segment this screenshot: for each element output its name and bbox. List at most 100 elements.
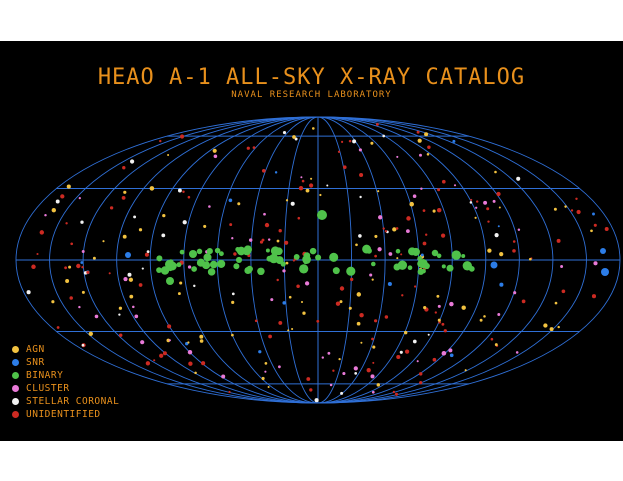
catalog-source-marker bbox=[194, 371, 197, 375]
legend-item-binary: BINARY bbox=[12, 369, 119, 382]
catalog-source-marker bbox=[332, 369, 335, 372]
catalog-source-marker bbox=[479, 318, 483, 322]
catalog-source-marker bbox=[372, 345, 376, 349]
catalog-source-marker bbox=[55, 199, 60, 204]
catalog-source-marker bbox=[39, 230, 45, 235]
catalog-source-marker bbox=[301, 179, 305, 183]
catalog-source-marker bbox=[453, 184, 457, 187]
catalog-source-marker bbox=[285, 199, 289, 202]
catalog-source-marker bbox=[138, 228, 143, 232]
binary-source-marker bbox=[309, 247, 317, 255]
binary-source-marker bbox=[217, 259, 226, 268]
catalog-source-marker bbox=[423, 306, 427, 310]
catalog-source-marker bbox=[258, 350, 262, 354]
binary-source-marker bbox=[164, 259, 174, 269]
catalog-source-marker bbox=[452, 139, 456, 143]
binary-source-marker bbox=[207, 268, 216, 276]
legend-label: STELLAR CORONAL bbox=[26, 396, 120, 407]
catalog-source-marker bbox=[92, 256, 96, 260]
catalog-source-marker bbox=[231, 333, 234, 337]
catalog-source-marker bbox=[81, 290, 85, 294]
catalog-source-marker bbox=[521, 299, 526, 304]
catalog-source-marker bbox=[348, 306, 352, 310]
catalog-source-marker bbox=[352, 139, 357, 144]
catalog-source-marker bbox=[78, 196, 81, 200]
catalog-source-marker bbox=[356, 321, 361, 326]
catalog-source-marker bbox=[300, 300, 304, 304]
bright-source-marker bbox=[189, 250, 197, 258]
catalog-source-marker bbox=[359, 312, 364, 318]
catalog-source-marker bbox=[291, 327, 294, 331]
catalog-source-marker bbox=[134, 314, 139, 319]
binary-source-marker bbox=[461, 253, 466, 259]
catalog-source-marker bbox=[449, 301, 454, 307]
catalog-source-marker bbox=[516, 176, 521, 181]
catalog-source-marker bbox=[305, 188, 310, 193]
legend-item-stellar-coronal: STELLAR CORONAL bbox=[12, 395, 119, 408]
catalog-source-marker bbox=[108, 272, 111, 275]
catalog-source-marker bbox=[359, 172, 364, 178]
catalog-source-marker bbox=[221, 374, 226, 379]
catalog-source-marker bbox=[382, 134, 386, 138]
catalog-source-marker bbox=[128, 277, 134, 282]
binary-source-marker bbox=[257, 267, 265, 276]
catalog-source-marker bbox=[406, 216, 411, 221]
catalog-source-marker bbox=[122, 234, 127, 239]
catalog-source-marker bbox=[474, 216, 477, 219]
catalog-source-marker bbox=[199, 339, 204, 343]
binary-source-marker bbox=[408, 247, 417, 256]
catalog-source-marker bbox=[427, 145, 431, 150]
catalog-source-marker bbox=[419, 380, 423, 385]
catalog-source-marker bbox=[395, 227, 399, 230]
catalog-source-marker bbox=[180, 134, 185, 139]
catalog-source-marker bbox=[359, 195, 362, 199]
catalog-source-marker bbox=[268, 334, 272, 339]
catalog-source-marker bbox=[348, 139, 352, 143]
catalog-source-marker bbox=[422, 209, 426, 212]
catalog-source-marker bbox=[187, 349, 193, 355]
catalog-source-marker bbox=[297, 216, 301, 220]
catalog-source-marker bbox=[378, 215, 383, 220]
catalog-source-marker bbox=[375, 122, 379, 126]
catalog-source-marker bbox=[60, 194, 65, 199]
catalog-source-marker bbox=[274, 171, 278, 174]
catalog-source-marker bbox=[80, 261, 84, 264]
binary-source-marker bbox=[362, 244, 372, 254]
catalog-source-marker bbox=[412, 194, 417, 198]
catalog-source-marker bbox=[231, 237, 234, 240]
catalog-source-marker bbox=[561, 289, 566, 294]
binary-source-marker bbox=[245, 267, 252, 274]
catalog-source-marker bbox=[193, 284, 196, 288]
catalog-source-marker bbox=[44, 213, 47, 217]
catalog-source-marker bbox=[557, 325, 560, 329]
binary-source-marker bbox=[235, 256, 243, 263]
binary-source-marker bbox=[431, 249, 439, 257]
catalog-source-marker bbox=[549, 327, 554, 332]
catalog-source-marker bbox=[290, 201, 295, 206]
catalog-source-marker bbox=[162, 213, 166, 218]
catalog-source-marker bbox=[127, 272, 132, 277]
catalog-source-marker bbox=[264, 222, 270, 228]
snr-marker-icon bbox=[12, 359, 19, 366]
catalog-source-marker bbox=[138, 283, 143, 287]
legend-label: UNIDENTIFIED bbox=[26, 409, 101, 420]
catalog-source-marker bbox=[406, 229, 410, 233]
catalog-source-marker bbox=[576, 209, 581, 215]
binary-source-marker bbox=[274, 247, 283, 256]
catalog-source-marker bbox=[233, 252, 237, 256]
binary-source-marker bbox=[299, 264, 309, 274]
catalog-source-marker bbox=[282, 269, 286, 273]
catalog-source-marker bbox=[384, 315, 389, 319]
binary-source-marker bbox=[203, 253, 212, 262]
catalog-source-marker bbox=[554, 301, 558, 305]
catalog-source-marker bbox=[304, 281, 310, 286]
binary-source-marker bbox=[214, 247, 221, 254]
bright-source-marker bbox=[317, 210, 327, 220]
binary-source-marker bbox=[462, 261, 472, 271]
catalog-source-marker bbox=[590, 229, 593, 233]
catalog-source-marker bbox=[394, 392, 399, 396]
legend-item-unidentified: UNIDENTIFIED bbox=[12, 408, 119, 421]
catalog-source-marker bbox=[177, 188, 182, 193]
catalog-source-marker bbox=[292, 259, 295, 262]
catalog-source-marker bbox=[570, 209, 574, 212]
